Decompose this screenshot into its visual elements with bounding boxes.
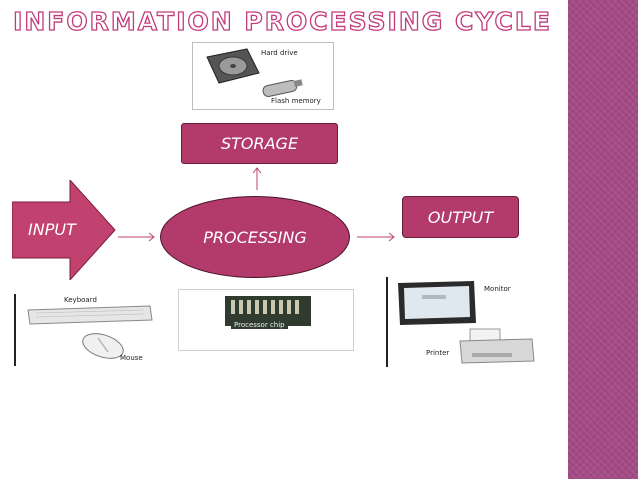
slide-title: INFORMATION PROCESSING CYCLE xyxy=(12,6,552,36)
mouse-caption: Mouse xyxy=(120,354,143,362)
keyboard-icon xyxy=(27,305,153,325)
keyboard-caption: Keyboard xyxy=(64,296,97,304)
printer-icon xyxy=(459,328,535,364)
output-devices-photo: Monitor Printer xyxy=(386,277,536,367)
monitor-icon xyxy=(398,281,476,325)
output-label: OUTPUT xyxy=(427,207,494,227)
storage-devices-photo: Hard drive Flash memory xyxy=(192,42,334,110)
flash-memory-caption: Flash memory xyxy=(271,97,321,105)
hard-drive-caption: Hard drive xyxy=(261,49,298,57)
monitor-caption: Monitor xyxy=(484,285,511,293)
input-devices-photo: Keyboard Mouse xyxy=(14,294,157,366)
flash-memory-icon xyxy=(262,79,303,97)
processor-photo: Processor chip xyxy=(178,289,354,351)
processing-label: PROCESSING xyxy=(203,227,307,247)
side-decor-bar xyxy=(568,0,638,479)
processing-node: PROCESSING xyxy=(160,196,350,278)
storage-node: STORAGE xyxy=(181,123,338,164)
printer-caption: Printer xyxy=(426,349,450,357)
processor-chip-caption: Processor chip xyxy=(231,321,288,329)
input-arrow-shape xyxy=(12,180,116,280)
input-label: INPUT xyxy=(28,220,76,239)
hard-drive-icon xyxy=(206,48,260,84)
mouse-icon xyxy=(82,333,124,359)
storage-label: STORAGE xyxy=(220,134,299,153)
output-node: OUTPUT xyxy=(402,196,519,238)
